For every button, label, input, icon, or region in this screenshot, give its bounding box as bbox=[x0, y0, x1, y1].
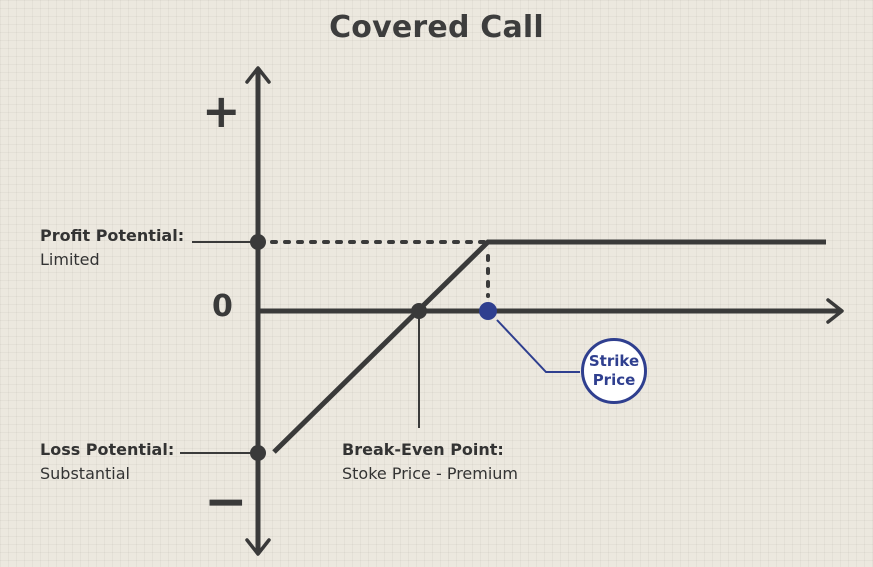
plus-sign: + bbox=[202, 84, 241, 138]
strike-price-badge: Strike Price bbox=[581, 338, 647, 404]
strike-leader-line bbox=[496, 319, 580, 373]
strike-price-line2: Price bbox=[592, 371, 636, 389]
y-axis-arrow-up bbox=[245, 66, 271, 84]
zero-label: 0 bbox=[212, 289, 233, 324]
profit-potential-title: Profit Potential: bbox=[40, 226, 185, 245]
y-axis-arrow-down bbox=[245, 538, 271, 556]
payoff-line bbox=[272, 239, 826, 454]
breakeven-value: Stoke Price - Premium bbox=[342, 464, 519, 483]
x-axis-arrow bbox=[826, 298, 844, 324]
strike-point bbox=[479, 302, 497, 320]
loss-potential-title: Loss Potential: bbox=[40, 440, 175, 459]
diagram-title: Covered Call bbox=[329, 10, 544, 45]
breakeven-point bbox=[411, 303, 427, 319]
breakeven-label: Break-Even Point: Stoke Price - Premium bbox=[342, 438, 518, 486]
loss-potential-label: Loss Potential: Substantial bbox=[40, 438, 174, 486]
strike-price-line1: Strike bbox=[588, 352, 640, 370]
loss-point bbox=[250, 445, 266, 461]
profit-point bbox=[250, 234, 266, 250]
profit-potential-label: Profit Potential: Limited bbox=[40, 224, 184, 272]
profit-potential-value: Limited bbox=[40, 250, 100, 269]
breakeven-title: Break-Even Point: bbox=[342, 440, 504, 459]
loss-potential-value: Substantial bbox=[40, 464, 130, 483]
minus-sign: − bbox=[204, 472, 248, 532]
